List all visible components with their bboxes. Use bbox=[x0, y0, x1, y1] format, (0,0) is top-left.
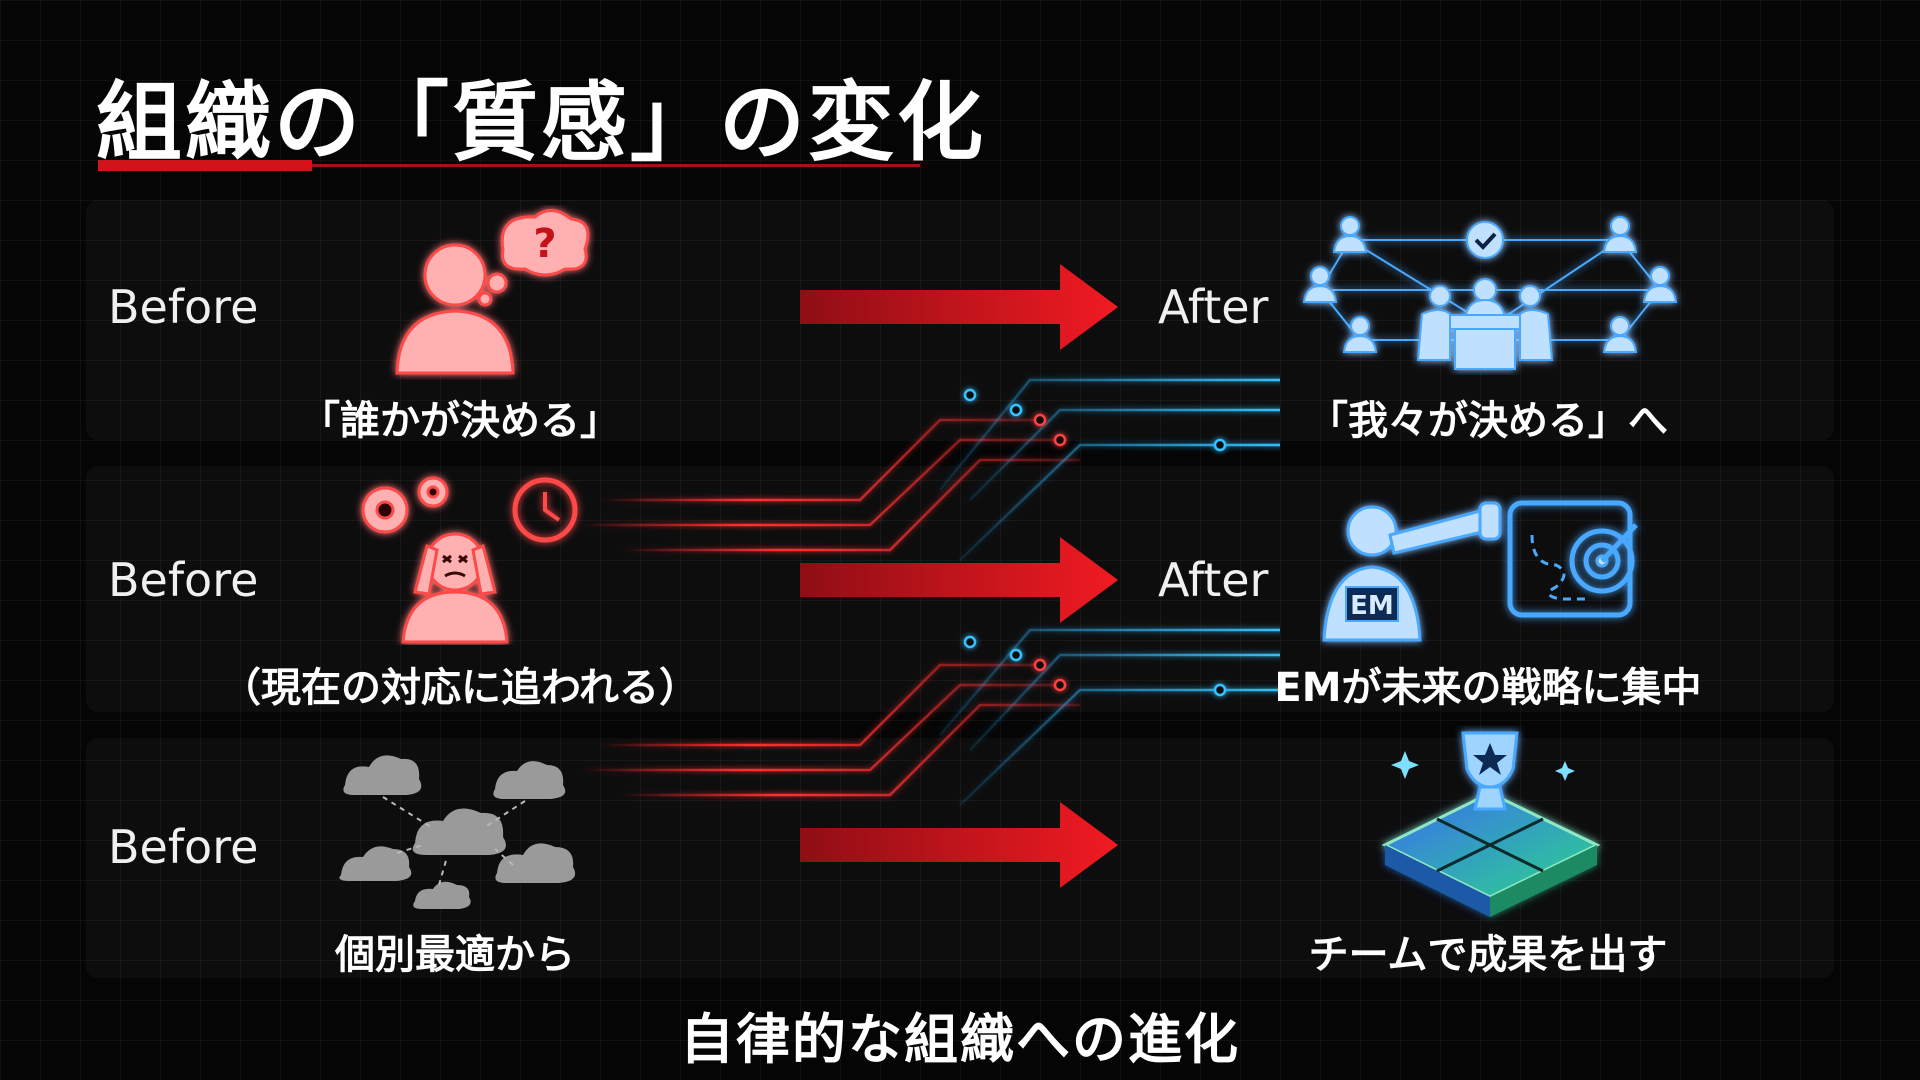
before-label-3: Before bbox=[108, 820, 258, 874]
question-mark-text: ? bbox=[533, 221, 556, 267]
before-label-2: Before bbox=[108, 553, 258, 607]
confused-person-icon: ? bbox=[385, 205, 595, 380]
before-caption-1: 「誰かが決める」 bbox=[300, 388, 620, 446]
trophy-puzzle-icon bbox=[1365, 725, 1615, 925]
team-network-icon bbox=[1290, 210, 1690, 375]
after-label-2: After bbox=[1158, 553, 1268, 607]
after-label-1: After bbox=[1158, 280, 1268, 334]
transition-arrow-1 bbox=[800, 262, 1120, 352]
before-label-1: Before bbox=[108, 280, 258, 334]
after-caption-3: チームで成果を出す bbox=[1309, 922, 1668, 980]
em-telescope-strategy-icon: EM bbox=[1320, 495, 1660, 650]
before-caption-2: （現在の対応に追われる） bbox=[221, 655, 699, 713]
em-badge-text: EM bbox=[1350, 591, 1394, 621]
after-caption-1: 「我々が決める」へ bbox=[1308, 388, 1668, 446]
transition-arrow-3 bbox=[800, 800, 1120, 890]
stressed-person-gears-clock-icon bbox=[345, 470, 585, 645]
bottom-conclusion-text: 自律的な組織への進化 bbox=[680, 995, 1240, 1074]
before-caption-3: 個別最適から bbox=[335, 922, 575, 980]
scattered-clouds-icon bbox=[335, 745, 585, 915]
transition-arrow-2 bbox=[800, 535, 1120, 625]
title-underline-accent bbox=[98, 160, 312, 171]
after-caption-2: EMが未来の戦略に集中 bbox=[1274, 655, 1701, 713]
slide-title: 組織の「質感」の変化 bbox=[96, 52, 986, 177]
